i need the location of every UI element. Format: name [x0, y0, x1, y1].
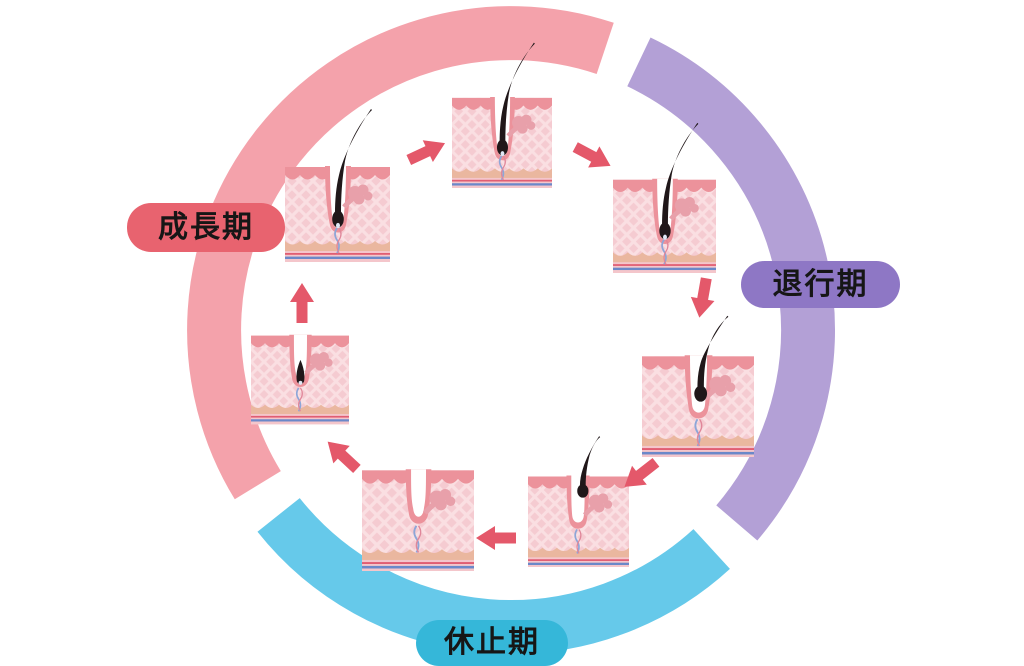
- follicle-anagen-peak: [452, 42, 552, 189]
- cycle-arrow-3: [690, 277, 715, 318]
- follicle-telogen-club-hair: [528, 435, 629, 568]
- cycle-arrow-4: [624, 457, 660, 487]
- catagen-phase-label: 退行期: [772, 267, 869, 301]
- catagen-phase-badge: 退行期: [741, 261, 900, 308]
- telogen-phase-label: 休止期: [444, 626, 540, 659]
- follicle-new-hair-emerging: [251, 335, 349, 425]
- anagen-phase-badge: 成長期: [127, 203, 285, 252]
- telogen-phase-badge: 休止期: [416, 620, 568, 666]
- cycle-arrow-2: [572, 142, 611, 168]
- follicle-catagen-club-detaching: [642, 315, 754, 458]
- cycle-arrow-7: [290, 283, 314, 323]
- follicle-telogen-empty: [362, 468, 474, 572]
- anagen-phase-label: 成長期: [158, 210, 254, 244]
- cycle-arrow-1: [406, 140, 446, 166]
- anagen-arc: [187, 6, 614, 500]
- follicle-anagen-late: [613, 123, 716, 274]
- follicle-anagen-growing: [285, 109, 390, 262]
- cycle-arrow-6: [327, 441, 361, 473]
- cycle-arrow-5: [476, 526, 516, 550]
